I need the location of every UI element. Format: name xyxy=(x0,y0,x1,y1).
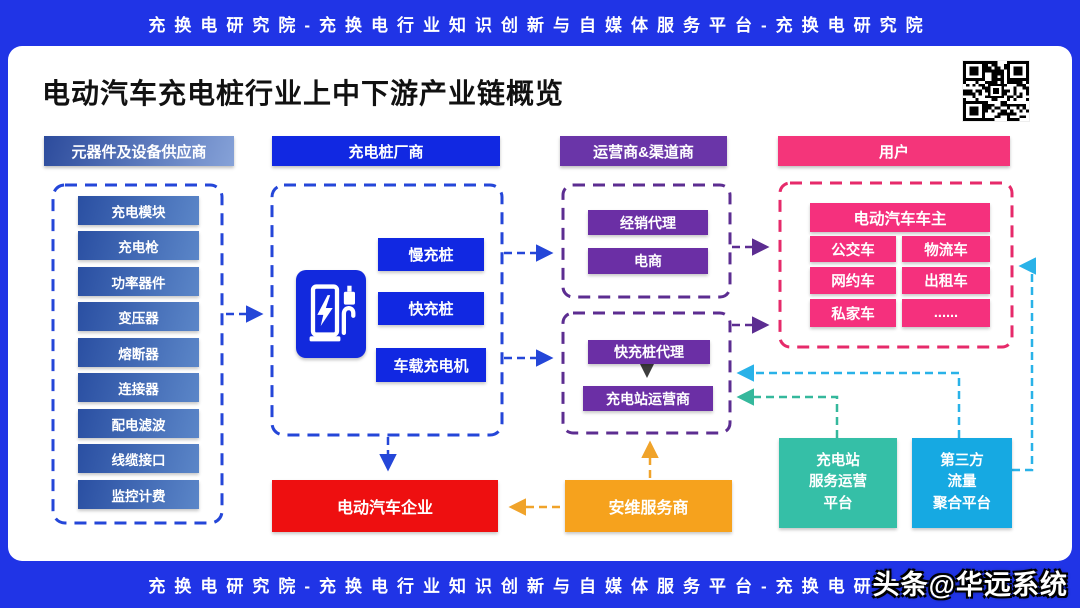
supplier-item-power-device: 功率器件 xyxy=(78,267,199,296)
manufacturer-item-onboard-charger: 车载充电机 xyxy=(376,348,486,382)
bottom-banner: 充换电研究院-充换电行业知识创新与自媒体服务平台-充换电研究院 xyxy=(148,576,932,596)
user-item-bus: 公交车 xyxy=(810,236,896,262)
header-users: 用户 xyxy=(778,136,1010,166)
operator-item-fast-pile-agent: 快充桩代理 xyxy=(588,340,710,364)
traffic-platform-line: 流量 xyxy=(947,474,977,491)
user-item-taxi: 出租车 xyxy=(902,267,990,294)
user-item-ride-hailing: 网约车 xyxy=(810,267,896,294)
operator-item-distributor: 经销代理 xyxy=(588,210,708,235)
manufacturer-item-fast-pile: 快充桩 xyxy=(378,292,484,325)
qr-code xyxy=(962,60,1030,122)
station-service-platform-node: 充电站 服务运营 平台 xyxy=(779,438,897,528)
supplier-item-transformer: 变压器 xyxy=(78,302,199,331)
top-banner: 充换电研究院-充换电行业知识创新与自媒体服务平台-充换电研究院 xyxy=(148,16,932,35)
watermark-text: 头条@华远系统 xyxy=(872,570,1068,600)
header-manufacturers: 充电桩厂商 xyxy=(272,136,500,166)
supplier-item-power-filter: 配电滤波 xyxy=(78,409,199,438)
supplier-item-cable-interface: 线缆接口 xyxy=(78,444,199,473)
supplier-item-charging-module: 充电模块 xyxy=(78,196,199,225)
traffic-platform-line: 第三方 xyxy=(940,453,984,470)
ev-company-node: 电动汽车企业 xyxy=(272,480,498,532)
supplier-item-charging-gun: 充电枪 xyxy=(78,231,199,260)
user-item-logistics-vehicle: 物流车 xyxy=(902,236,990,262)
user-item-others: ...... xyxy=(902,299,990,327)
station-platform-line: 充电站 xyxy=(816,453,860,470)
supplier-item-monitor-billing: 监控计费 xyxy=(78,480,199,509)
supplier-item-connector: 连接器 xyxy=(78,373,199,402)
station-platform-line: 平台 xyxy=(823,495,853,512)
station-platform-line: 服务运营 xyxy=(809,474,867,491)
operator-item-station-operator: 充电站运营商 xyxy=(583,386,713,411)
traffic-platform-line: 聚合平台 xyxy=(933,495,991,512)
third-party-traffic-platform-node: 第三方 流量 聚合平台 xyxy=(912,438,1012,528)
page-title: 电动汽车充电桩行业上中下游产业链概览 xyxy=(42,78,565,109)
ev-charger-icon xyxy=(296,270,366,358)
manufacturer-item-slow-pile: 慢充桩 xyxy=(378,238,484,271)
operator-item-ecommerce: 电商 xyxy=(588,248,708,274)
maintenance-provider-node: 安维服务商 xyxy=(565,480,732,532)
user-item-ev-owner: 电动汽车车主 xyxy=(810,203,990,232)
user-item-private-car: 私家车 xyxy=(810,299,896,327)
header-operators: 运营商&渠道商 xyxy=(560,136,727,166)
ev-charger-glyph xyxy=(309,284,356,342)
header-suppliers: 元器件及设备供应商 xyxy=(44,136,234,166)
supplier-item-fuse: 熔断器 xyxy=(78,338,199,367)
